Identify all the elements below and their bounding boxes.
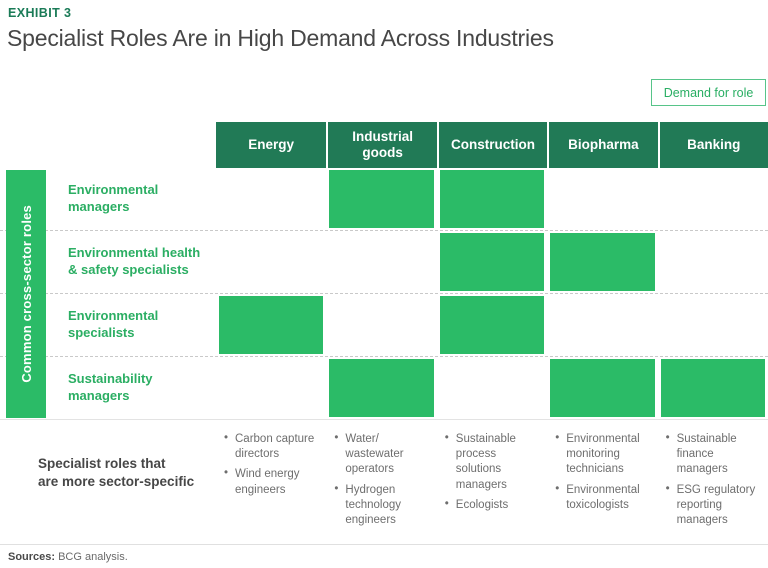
matrix-row-sustainability-managers: Sustainability managers: [0, 357, 768, 420]
matrix-row-environmental-managers: Environmental managers: [0, 168, 768, 231]
specialist-item: Hydrogen technology engineers: [333, 482, 428, 529]
demand-cell: [439, 296, 545, 354]
specialist-item: Wind energy engineers: [223, 466, 318, 497]
demand-cell: [439, 233, 545, 291]
demand-cell: [550, 359, 655, 417]
specialist-list-biopharma: Environmental monitoring technicians Env…: [547, 425, 657, 541]
specialist-section-label: Specialist roles that are more sector-sp…: [38, 456, 195, 489]
column-header-construction: Construction: [436, 122, 548, 168]
demand-cell: [439, 170, 545, 228]
demand-cell: [661, 233, 765, 291]
demand-cell: [329, 296, 433, 354]
demand-cell: [440, 359, 544, 417]
common-roles-sidebar-label: Common cross-sector roles: [18, 205, 34, 383]
column-header-banking: Banking: [657, 122, 768, 168]
specialist-roles-section: Specialist roles that are more sector-sp…: [0, 425, 768, 541]
matrix-row-ehs-specialists: Environmental health & safety specialist…: [0, 231, 768, 294]
demand-cell: [329, 233, 433, 291]
specialist-item: Sustainable process solutions managers: [444, 431, 539, 493]
footer-divider: [0, 544, 768, 545]
specialist-item: Ecologists: [444, 497, 539, 513]
specialist-item: Environmental toxicologists: [554, 482, 649, 513]
exhibit-number-label: EXHIBIT 3: [8, 6, 72, 20]
row-label: Environmental managers: [68, 182, 159, 214]
demand-cell: [219, 296, 324, 354]
row-label: Environmental health & safety specialist…: [68, 245, 201, 277]
page-title: Specialist Roles Are in High Demand Acro…: [7, 25, 554, 51]
matrix-body: Environmental managers Environmental hea…: [0, 168, 768, 420]
demand-cell: [329, 359, 434, 417]
specialist-item: Carbon capture directors: [223, 431, 318, 462]
specialist-item: Environmental monitoring technicians: [554, 431, 649, 478]
sources-text: BCG analysis.: [58, 551, 128, 563]
demand-cell: [661, 170, 765, 228]
legend-demand-for-role: Demand for role: [651, 79, 766, 106]
specialist-item: ESG regulatory reporting managers: [665, 482, 760, 529]
specialist-list-banking: Sustainable finance managers ESG regulat…: [658, 425, 768, 541]
demand-cell: [661, 296, 765, 354]
demand-cell: [329, 170, 434, 228]
demand-cell: [550, 170, 654, 228]
column-header-industrial-goods: Industrial goods: [326, 122, 437, 168]
header-spacer: [0, 122, 216, 168]
column-header-row: Energy Industrial goods Construction Bio…: [0, 122, 768, 168]
demand-cell: [550, 296, 654, 354]
demand-cell: [660, 359, 765, 417]
column-header-biopharma: Biopharma: [547, 122, 658, 168]
specialist-list-energy: Carbon capture directors Wind energy eng…: [216, 425, 326, 541]
demand-cell: [219, 233, 323, 291]
specialist-list-industrial-goods: Water/ wastewater operators Hydrogen tec…: [326, 425, 436, 541]
row-label: Environmental specialists: [68, 308, 159, 340]
demand-cell: [219, 170, 323, 228]
specialist-item: Water/ wastewater operators: [333, 431, 428, 478]
sources-label: Sources:: [8, 551, 56, 563]
sources-line: Sources:BCG analysis.: [8, 551, 128, 563]
common-roles-sidebar: Common cross-sector roles: [6, 170, 46, 418]
row-label: Sustainability managers: [68, 371, 153, 403]
specialist-item: Sustainable finance managers: [665, 431, 760, 478]
demand-cell: [219, 359, 323, 417]
demand-cell: [550, 233, 655, 291]
specialist-list-construction: Sustainable process solutions managers E…: [437, 425, 547, 541]
column-header-energy: Energy: [216, 122, 327, 168]
matrix-row-environmental-specialists: Environmental specialists: [0, 294, 768, 357]
